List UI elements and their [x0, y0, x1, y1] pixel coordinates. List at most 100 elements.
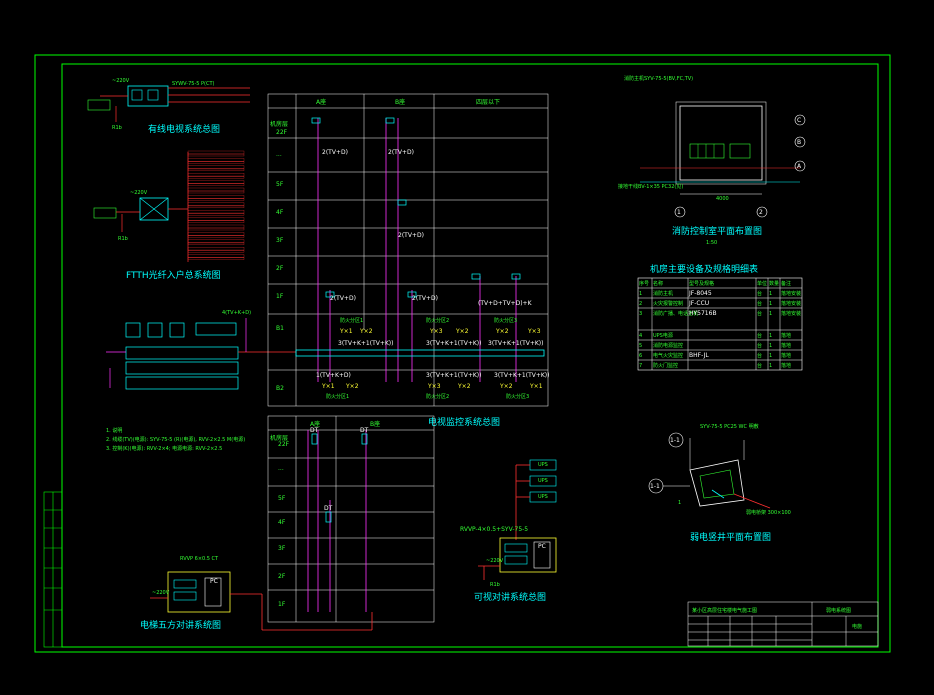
upper-b2-label-1: 1(TV+K+D)	[316, 372, 351, 379]
ftth-voltage: ~220V	[130, 190, 148, 196]
equipment-table-cell: 落地安装	[781, 290, 801, 297]
equipment-table-header: 数量	[769, 280, 779, 287]
upper-zone-2: 防火分区2	[426, 317, 449, 324]
ftth-label-box	[187, 187, 245, 194]
upper-count-1: Y×1	[339, 328, 353, 335]
upper-count-6: Y×3	[527, 328, 541, 335]
upper-floor-label: 5F	[276, 181, 284, 188]
upper-camera	[397, 199, 407, 206]
upper-camera	[511, 273, 521, 280]
equipment-table-cell: HY5716B	[689, 310, 717, 317]
entrance-voltage: ~220V	[152, 590, 170, 596]
equipment-table-cell: 5	[639, 343, 642, 349]
equipment-table-cell: 台	[757, 362, 762, 369]
legend-line-2: 2. 线缆(TV)(电源): SYV-75-5 (R)(电源), RVV-2×2…	[106, 436, 245, 443]
fire-dim: 4000	[716, 196, 729, 202]
entrance-pc: PC	[210, 578, 218, 585]
upper-camera	[385, 117, 395, 124]
equipment-table-cell: 消防广播、电话主机	[653, 310, 698, 317]
ftth-label-box	[187, 254, 245, 260]
cable-tv-r1b: R1b	[112, 125, 122, 131]
upper-count-2: Y×2	[359, 328, 373, 335]
legend-line-1: 1. 说明	[106, 427, 122, 434]
entrance-title: 电梯五方对讲系统图	[140, 619, 221, 631]
upper-tv-a-1f: 2(TV+D)	[330, 295, 356, 302]
equipment-table-cell: 台	[757, 300, 762, 307]
upper-b1-label-1: 3(TV+K+1(TV+K))	[338, 340, 394, 347]
ftth-label-box	[187, 195, 245, 201]
upper-tv-b1: 2(TV+D)	[388, 149, 414, 156]
vi-voltage: ~220V	[486, 558, 504, 564]
upper-b2-label-3: 3(TV+K+1(TV+K))	[494, 372, 550, 379]
well-label-top: SYV-75-5 PC25 WC 明敷	[700, 423, 759, 430]
equipment-table-cell: UPS电源	[653, 332, 673, 339]
well-dim: 1	[678, 500, 681, 506]
upper-floor-label: 22F	[276, 129, 288, 136]
equipment-table-cell: 落地	[781, 352, 791, 359]
equipment-table-cell: JF-CCU	[688, 300, 709, 307]
ftth-label-box	[187, 180, 245, 186]
upper-camera	[325, 291, 335, 298]
ftth-label-box	[187, 247, 245, 253]
equipment-table-cell: 防火门监控	[653, 362, 678, 369]
equipment-table-header: 单位	[757, 280, 767, 287]
fire-control-room-plan: 1 2 C B A 消防主机SYV-75-5(BV,FC,TV) 接地干线BV-…	[618, 75, 806, 246]
equipment-table-cell: 7	[639, 363, 642, 369]
lower-floor-label: 3F	[278, 545, 286, 552]
equipment-table-cell: 消防主机	[653, 290, 673, 297]
entrance-top-label: RVVP 6×0.5 CT	[180, 556, 219, 562]
equipment-table-cell: 落地安装	[781, 310, 801, 317]
upper-floor-label: 3F	[276, 237, 284, 244]
upper-tv-b3: 2(TV+D)	[398, 232, 424, 239]
ftth-label-box	[187, 232, 245, 238]
upper-zone-2b: 防火分区2	[426, 393, 449, 400]
equipment-table-cell: 落地	[781, 342, 791, 349]
lower-camera	[325, 511, 332, 523]
visual-intercom-diagram: UPS UPS UPS RVVP-4×0.5+SYV-75-5 PC ~220V…	[460, 459, 557, 603]
upper-b1-label-3: 3(TV+K+1(TV+K))	[488, 340, 544, 347]
lower-floor-label: 5F	[278, 495, 286, 502]
ftth-label-box	[187, 165, 245, 171]
well-axis-1: 1-1	[650, 483, 660, 490]
well-label-right: 弱电桥架 300×100	[746, 509, 791, 516]
lower-table-rows	[268, 429, 434, 591]
lower-camera-label: DT	[360, 427, 369, 434]
upper-backbone-bus	[295, 349, 545, 357]
equipment-table-cell: 1	[769, 311, 772, 317]
equipment-table-cell: 4	[639, 333, 642, 339]
equipment-table-cell: 消防电源监控	[653, 342, 683, 349]
upper-col-a: A座	[316, 98, 326, 106]
equipment-table-cell: 1	[769, 291, 772, 297]
equipment-table-cell: 台	[757, 352, 762, 359]
equipment-table-cell: BHF-JL	[689, 352, 709, 359]
equipment-table-cell: 1	[769, 353, 772, 359]
equipment-table-cell: 台	[757, 310, 762, 317]
weak-current-well-plan: 1-1 1-1 SYV-75-5 PC25 WC 明敷 弱电桥架 300×100…	[648, 423, 791, 543]
vi-r1b: R1b	[490, 582, 500, 588]
lower-floor-label: 2F	[278, 573, 286, 580]
lower-col-b: B座	[370, 420, 380, 428]
lower-camera-label: DT	[310, 427, 319, 434]
vi-wire-label: RVVP-4×0.5+SYV-75-5	[460, 526, 528, 533]
upper-count-10: Y×2	[457, 383, 471, 390]
upper-zone-3b: 防火分区3	[506, 393, 529, 400]
ftth-label-box	[187, 217, 245, 223]
equipment-table-cell: 1	[769, 333, 772, 339]
upper-b2-label-2: 3(TV+K+1(TV+K))	[426, 372, 482, 379]
equipment-table-cell: 1	[769, 343, 772, 349]
lower-col-a: A座	[310, 420, 320, 428]
upper-machine-room: 机房层	[270, 120, 288, 128]
vi-box-3: UPS	[538, 494, 548, 500]
cable-tv-diagram: ~220V R1b SYWV-75-5 P(CT) 有线电视系统总图	[87, 78, 250, 135]
well-axis-2: 1-1	[670, 437, 680, 444]
cable-tv-voltage: ~220V	[112, 78, 130, 84]
visual-intercom-title: 可视对讲系统总图	[474, 591, 546, 603]
fire-room-title: 消防控制室平面布置图	[672, 225, 762, 237]
upper-floor-label: ...	[276, 151, 282, 158]
ftth-label-box	[187, 202, 245, 208]
fire-axis-d: B	[797, 139, 801, 146]
lower-floor-label: 4F	[278, 519, 286, 526]
